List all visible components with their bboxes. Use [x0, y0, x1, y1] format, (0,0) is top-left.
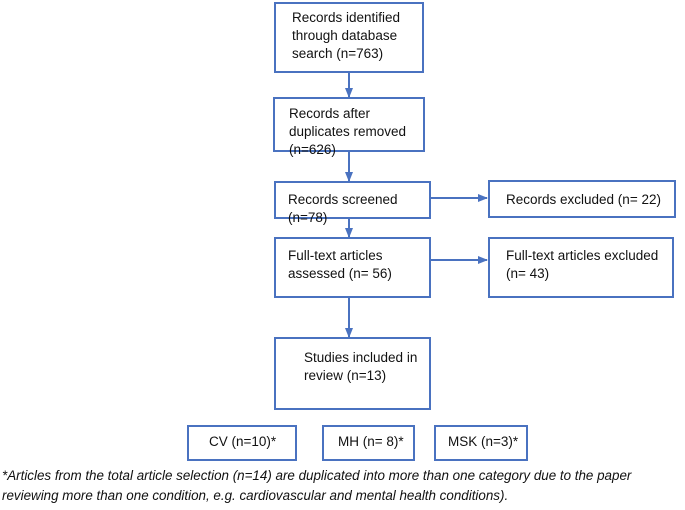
footnote: *Articles from the total article selecti… [2, 468, 632, 503]
studies-included-text: Studies included in review (n=13) [304, 350, 418, 383]
fulltext-excluded-text: Full-text articles excluded (n= 43) [506, 248, 659, 281]
studies-included-box: Studies included in review (n=13) [274, 337, 431, 410]
fulltext-assessed-text: Full-text articles assessed (n= 56) [288, 248, 392, 281]
category-cv-box: CV (n=10)* [187, 425, 297, 461]
records-after-duplicates-text: Records after duplicates removed (n=626) [289, 106, 407, 157]
records-identified-text: Records identified through database sear… [292, 10, 401, 61]
fulltext-excluded-box: Full-text articles excluded (n= 43) [488, 237, 674, 298]
fulltext-assessed-box: Full-text articles assessed (n= 56) [274, 237, 431, 298]
records-identified-box: Records identified through database sear… [274, 2, 424, 73]
category-msk-box: MSK (n=3)* [434, 425, 528, 461]
records-screened-box: Records screened (n=78) [274, 181, 431, 225]
category-mh-box: MH (n= 8)* [322, 425, 415, 461]
records-excluded-box: Records excluded (n= 22) [488, 180, 676, 218]
category-msk-text: MSK (n=3)* [448, 434, 519, 449]
records-after-duplicates-box: Records after duplicates removed (n=626) [273, 97, 425, 157]
category-cv-text: CV (n=10)* [209, 434, 277, 449]
category-mh-text: MH (n= 8)* [338, 434, 404, 449]
records-excluded-text: Records excluded (n= 22) [506, 192, 661, 207]
records-screened-text: Records screened (n=78) [288, 192, 398, 225]
